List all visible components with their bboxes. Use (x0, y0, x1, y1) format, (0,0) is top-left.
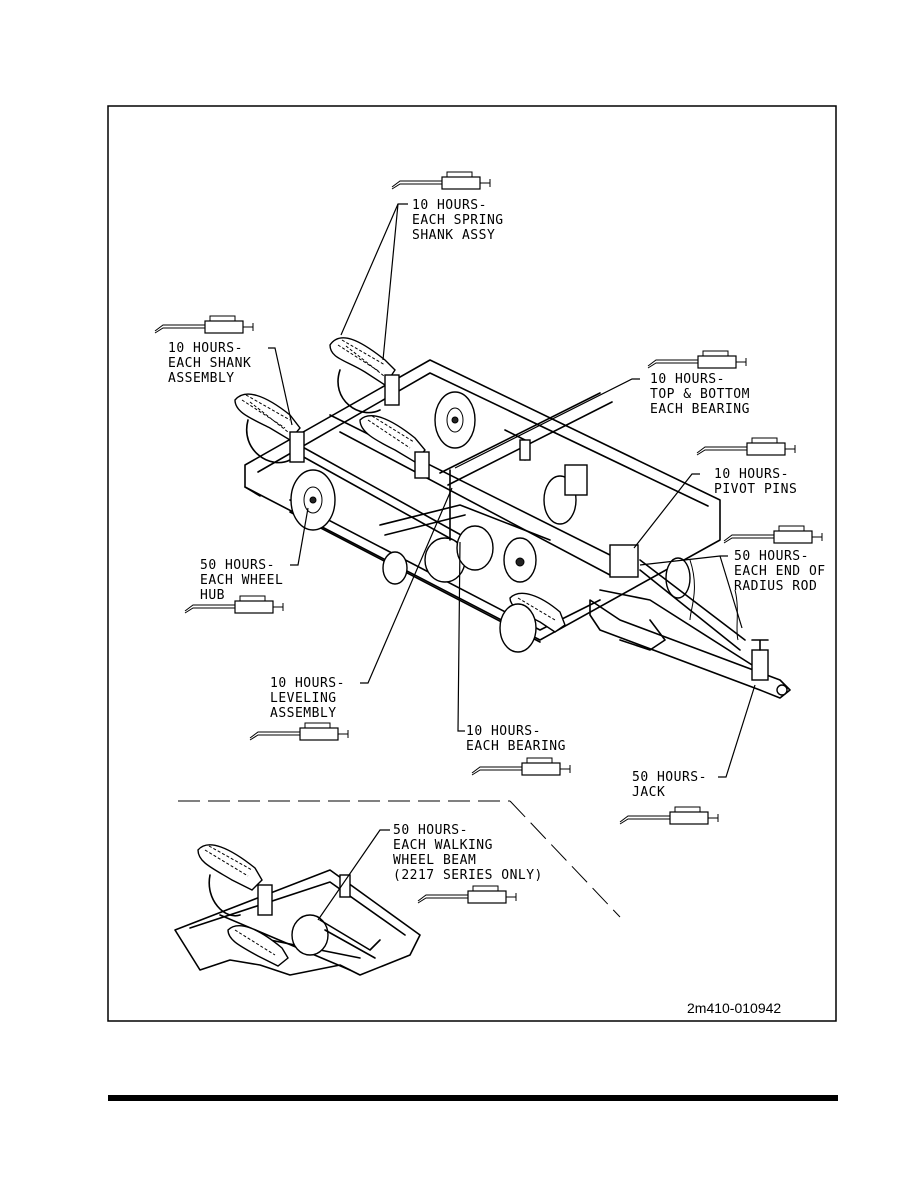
grease-gun-icon (417, 885, 517, 904)
callout-line: EACH BEARING (466, 739, 566, 754)
callout-line: EACH END OF (734, 564, 826, 579)
spring-shank (359, 415, 430, 479)
jack (751, 649, 769, 681)
callout-line: RADIUS ROD (734, 579, 817, 594)
leader-lines (268, 203, 756, 921)
grease-gun-icon (723, 525, 823, 544)
inset-walking-beam-drawing (174, 800, 621, 976)
drawing-number: 2m410-010942 (687, 1000, 781, 1016)
callout-line: SHANK ASSY (412, 228, 495, 243)
callout-jack: 50 HOURS- JACK (632, 770, 707, 800)
gauge-wheel (499, 603, 537, 653)
grease-gun-icon (471, 757, 571, 776)
grease-gun-icon (249, 722, 349, 741)
callout-line: 50 HOURS- (393, 823, 468, 838)
callout-line: 50 HOURS- (632, 770, 707, 785)
callout-line: WHEEL BEAM (393, 853, 476, 868)
callout-line: TOP & BOTTOM (650, 387, 750, 402)
callout-line: 10 HOURS- (714, 467, 789, 482)
callout-spring-shank: 10 HOURS- EACH SPRING SHANK ASSY (412, 198, 504, 243)
grease-gun-icon (619, 806, 719, 825)
callout-line: 50 HOURS- (734, 549, 809, 564)
cultivator-frame-drawing (234, 337, 791, 699)
callout-walking-beam: 50 HOURS- EACH WALKING WHEEL BEAM (2217 … (393, 823, 543, 883)
callout-line: ASSEMBLY (168, 371, 235, 386)
grease-gun-icon (391, 171, 491, 190)
callout-line: LEVELING (270, 691, 337, 706)
grease-gun-icon (696, 437, 796, 456)
disc-blade (382, 551, 408, 585)
callout-line: JACK (632, 785, 665, 800)
callout-wheel-hub: 50 HOURS- EACH WHEEL HUB (200, 558, 283, 603)
callout-line: EACH SPRING (412, 213, 504, 228)
callout-line: EACH WALKING (393, 838, 493, 853)
grease-gun-icon (647, 350, 747, 369)
spring-shank (329, 337, 400, 414)
callout-line: HUB (200, 588, 225, 603)
callout-line: PIVOT PINS (714, 482, 797, 497)
callout-line: 10 HOURS- (412, 198, 487, 213)
callout-line: EACH SHANK (168, 356, 251, 371)
disc-blade (456, 525, 494, 571)
callout-line: 10 HOURS- (168, 341, 243, 356)
callout-top-bottom-bearing: 10 HOURS- TOP & BOTTOM EACH BEARING (650, 372, 750, 417)
disc-blade (665, 557, 691, 599)
callout-line: EACH BEARING (650, 402, 750, 417)
callout-shank-assembly: 10 HOURS- EACH SHANK ASSEMBLY (168, 341, 251, 386)
spring-shank (234, 393, 305, 464)
callout-leveling-assembly: 10 HOURS- LEVELING ASSEMBLY (270, 676, 345, 721)
callout-pivot-pins: 10 HOURS- PIVOT PINS (714, 467, 797, 497)
callout-line: 10 HOURS- (650, 372, 725, 387)
callout-line: 10 HOURS- (270, 676, 345, 691)
callout-radius-rod: 50 HOURS- EACH END OF RADIUS ROD (734, 549, 826, 594)
callout-line: ASSEMBLY (270, 706, 337, 721)
diagram-frame (107, 105, 837, 1022)
callout-line: EACH WHEEL (200, 573, 283, 588)
grease-gun-icon (154, 315, 254, 334)
callout-each-bearing: 10 HOURS- EACH BEARING (466, 724, 566, 754)
callout-line: (2217 SERIES ONLY) (393, 868, 543, 883)
callout-line: 10 HOURS- (466, 724, 541, 739)
footer-rule (108, 1095, 838, 1101)
callout-line: 50 HOURS- (200, 558, 275, 573)
